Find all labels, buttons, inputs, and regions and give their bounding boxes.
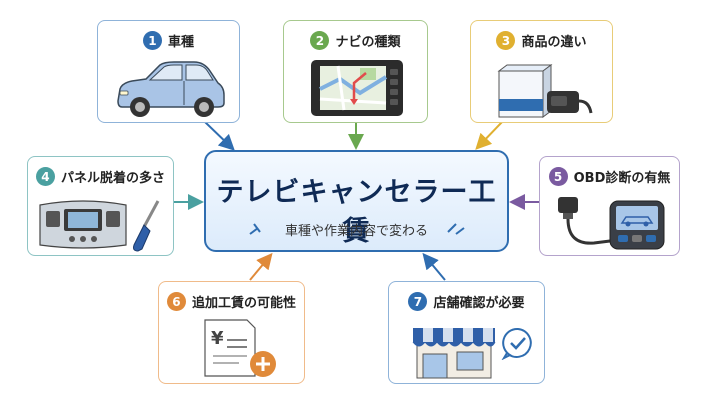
obd-scanner-icon — [558, 197, 665, 250]
factor-label: 店舗確認が必要 — [433, 296, 525, 311]
factor-title: 5 OBD診断の有無 — [540, 167, 679, 186]
yen-symbol: ¥ — [211, 328, 224, 349]
factor-card-panel-removal: 4 パネル脱着の多さ — [27, 156, 174, 256]
factor-card-extra-labor-cost: 6 追加工賃の可能性 ¥ — [158, 281, 305, 384]
left-accent-icon — [249, 223, 261, 235]
factor-title: 3 商品の違い — [471, 31, 612, 50]
product-box-icon — [497, 64, 593, 118]
factor-title: 1 車種 — [98, 31, 239, 50]
factor-card-shop-confirmation: 7 店舗確認が必要 — [388, 281, 545, 384]
factor-title: 6 追加工賃の可能性 — [159, 292, 304, 311]
factor-label: 商品の違い — [521, 35, 587, 50]
navigation-unit-icon — [311, 60, 403, 116]
check-bubble-icon — [501, 327, 532, 360]
number-badge: 6 — [166, 292, 186, 311]
factor-card-navi-type: 2 ナビの種類 — [283, 20, 428, 123]
number-badge: 4 — [35, 167, 55, 186]
arrow-7 — [422, 252, 446, 281]
screwdriver-icon — [133, 200, 160, 252]
factor-card-product-difference: 3 商品の違い — [470, 20, 613, 123]
arrow-1 — [204, 121, 235, 151]
arrow-3 — [475, 121, 503, 150]
factor-label: パネル脱着の多さ — [60, 171, 165, 186]
factor-label: 車種 — [167, 35, 194, 50]
factor-title: 7 店舗確認が必要 — [389, 292, 544, 311]
factor-title: 4 パネル脱着の多さ — [28, 167, 173, 186]
number-badge: 5 — [548, 167, 568, 186]
arrow-6 — [249, 252, 273, 281]
factor-label: OBD診断の有無 — [573, 171, 671, 186]
factor-card-car-model: 1 車種 — [97, 20, 240, 123]
factor-label: ナビの種類 — [335, 35, 401, 50]
right-accent-icon — [447, 223, 465, 235]
factor-title: 2 ナビの種類 — [284, 31, 427, 50]
number-badge: 2 — [310, 31, 330, 50]
number-badge: 1 — [142, 31, 162, 50]
factor-card-obd-diagnosis: 5 OBD診断の有無 — [539, 156, 680, 256]
dashboard-panel-icon — [39, 200, 127, 249]
shop-icon — [412, 328, 496, 379]
central-title: テレビキャンセラー工賃 — [216, 177, 497, 247]
factor-label: 追加工賃の可能性 — [191, 296, 296, 311]
number-badge: 3 — [496, 31, 516, 50]
invoice-sheet-shape — [204, 319, 276, 377]
car-icon — [117, 61, 225, 117]
invoice-plus-icon: ¥ — [203, 318, 279, 380]
central-topic-box: テレビキャンセラー工賃 車種や作業内容で変わる — [204, 150, 509, 252]
number-badge: 7 — [408, 292, 428, 311]
central-subtitle: 車種や作業内容で変わる — [284, 224, 428, 239]
